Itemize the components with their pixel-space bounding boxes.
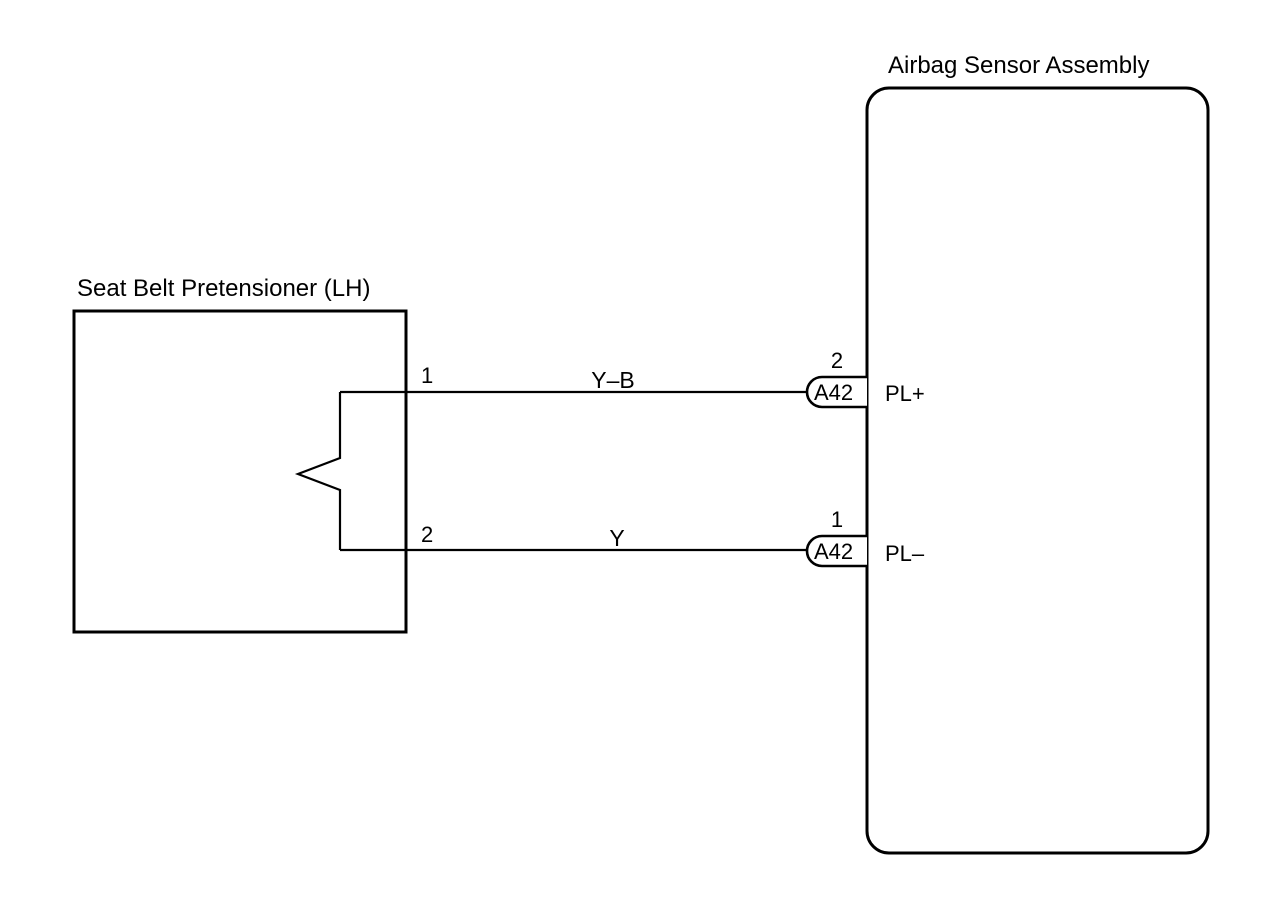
squib-symbol: [294, 392, 342, 550]
wire-y: Y 1 A42: [406, 507, 867, 568]
sensor-terminal-pl-minus: PL–: [885, 541, 925, 566]
connector-a42-upper: [805, 375, 867, 409]
sensor-box: [865, 86, 1210, 855]
wire-color-code-2: Y: [609, 525, 624, 551]
connector-pin-2: 1: [831, 507, 843, 532]
connector-pin-1: 2: [831, 348, 843, 373]
connector-a42-lower: [805, 534, 867, 568]
wire-color-code-1: Y–B: [591, 367, 634, 393]
pretensioner-pin-1: 1: [421, 363, 433, 388]
sensor-component: Airbag Sensor Assembly PL+ PL–: [865, 52, 1210, 855]
pretensioner-label: Seat Belt Pretensioner (LH): [77, 275, 370, 302]
wire-y-b: Y–B 2 A42: [406, 348, 867, 409]
connector-code-2: A42: [814, 539, 853, 564]
pretensioner-pin-2: 2: [421, 522, 433, 547]
pretensioner-component: Seat Belt Pretensioner (LH) 1 2: [72, 275, 433, 634]
pretensioner-box: [72, 309, 408, 634]
sensor-terminal-pl-plus: PL+: [885, 381, 925, 406]
connector-code-1: A42: [814, 380, 853, 405]
sensor-label: Airbag Sensor Assembly: [888, 52, 1149, 79]
